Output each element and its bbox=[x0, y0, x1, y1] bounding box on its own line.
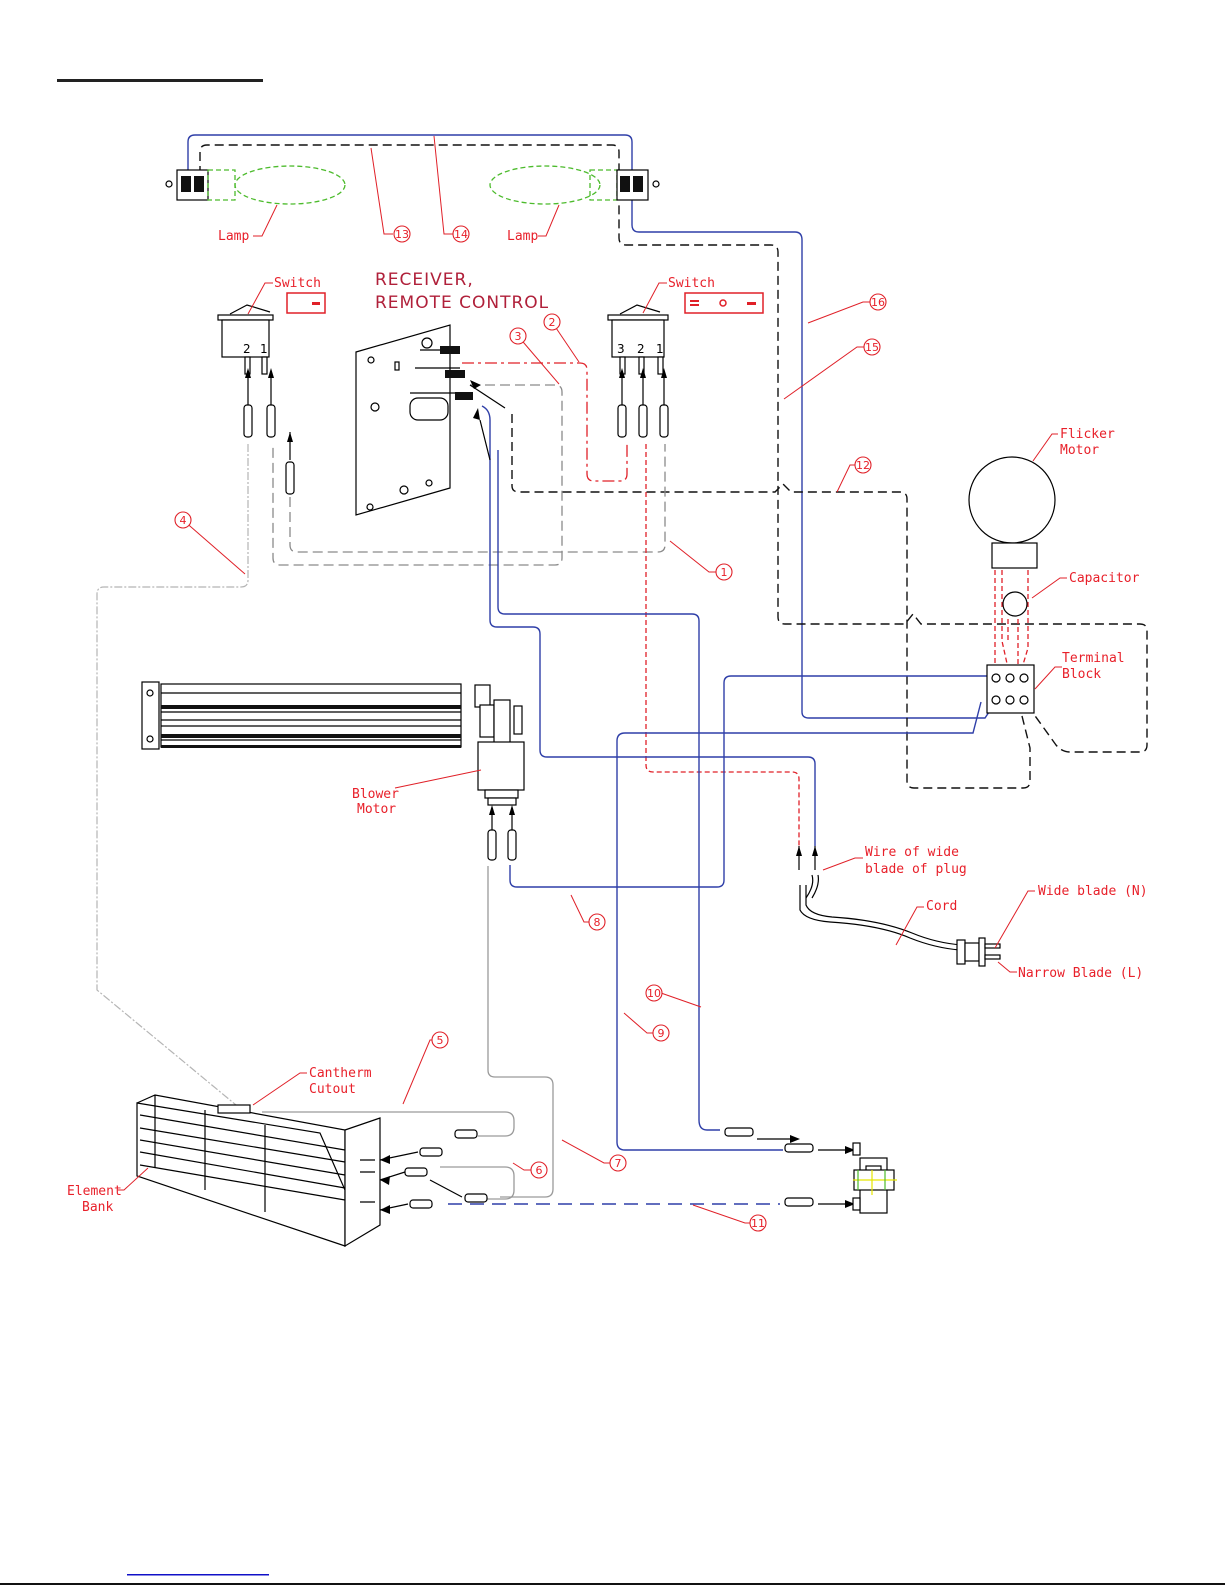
blower-motor bbox=[475, 685, 524, 860]
wire-4 bbox=[97, 444, 248, 1105]
wire-switch-to-plug bbox=[646, 444, 799, 846]
callout-9: 9 bbox=[653, 1025, 669, 1041]
label-wide-blade: Wide blade (N) bbox=[1038, 884, 1148, 899]
label-narrow-blade: Narrow Blade (L) bbox=[1018, 966, 1143, 981]
label-terminal-block-1: Terminal bbox=[1062, 651, 1125, 666]
svg-text:1: 1 bbox=[721, 566, 728, 579]
switch-left-pin-2: 2 bbox=[243, 342, 251, 356]
flicker-motor bbox=[969, 457, 1055, 568]
callout-16: 16 bbox=[870, 294, 886, 310]
blower-fan bbox=[142, 682, 461, 749]
svg-text:6: 6 bbox=[536, 1164, 543, 1177]
label-blower-motor-2: Motor bbox=[357, 802, 396, 817]
label-element-bank-2: Bank bbox=[82, 1200, 113, 1215]
svg-text:8: 8 bbox=[594, 916, 601, 929]
svg-text:11: 11 bbox=[751, 1217, 765, 1230]
label-blower-motor-1: Blower bbox=[352, 787, 399, 802]
callout-1: 1 bbox=[716, 564, 732, 580]
switch-right-pin-2: 2 bbox=[637, 342, 645, 356]
svg-text:2: 2 bbox=[549, 316, 556, 329]
terminal-block bbox=[987, 665, 1034, 713]
label-capacitor: Capacitor bbox=[1069, 571, 1140, 586]
label-lamp-right: Lamp bbox=[507, 229, 538, 244]
wire-13 bbox=[200, 145, 1147, 752]
flicker-leads bbox=[995, 570, 1028, 668]
callout-10: 10 bbox=[646, 985, 662, 1001]
switch-connectors bbox=[244, 368, 668, 494]
label-wire-wide-1: Wire of wide bbox=[865, 845, 959, 860]
svg-text:5: 5 bbox=[437, 1034, 444, 1047]
switch-left: 2 1 bbox=[218, 293, 325, 374]
svg-text:10: 10 bbox=[647, 987, 661, 1000]
svg-text:15: 15 bbox=[865, 341, 879, 354]
label-cantherm-2: Cutout bbox=[309, 1082, 356, 1097]
wire-1 bbox=[290, 444, 665, 552]
receiver-title-line1: RECEIVER, bbox=[375, 270, 474, 290]
label-switch-left: Switch bbox=[274, 276, 321, 291]
element-bank bbox=[137, 1095, 380, 1246]
label-terminal-block-2: Block bbox=[1062, 667, 1101, 682]
label-wire-wide-2: blade of plug bbox=[865, 862, 967, 877]
label-flicker-motor-2: Motor bbox=[1060, 443, 1099, 458]
wire-12 bbox=[512, 414, 1030, 788]
switch-right: 3 2 1 bbox=[608, 293, 763, 374]
callout-14: 14 bbox=[453, 226, 469, 242]
callout-11: 11 bbox=[750, 1215, 766, 1231]
thermostat-connectors bbox=[725, 1128, 855, 1208]
callout-5: 5 bbox=[432, 1032, 448, 1048]
switch-right-pin-3: 3 bbox=[617, 342, 625, 356]
header-rule bbox=[57, 79, 263, 82]
callout-4: 4 bbox=[175, 512, 191, 528]
svg-text:7: 7 bbox=[615, 1157, 622, 1170]
label-switch-right: Switch bbox=[668, 276, 715, 291]
callout-13: 13 bbox=[394, 226, 410, 242]
wire-14 bbox=[188, 135, 997, 718]
callout-6: 6 bbox=[531, 1162, 547, 1178]
wire-7 bbox=[488, 866, 553, 1197]
callout-8: 8 bbox=[589, 914, 605, 930]
label-element-bank-1: Element bbox=[67, 1184, 122, 1199]
wire-9 bbox=[617, 702, 981, 1150]
switch-right-pin-1: 1 bbox=[656, 342, 664, 356]
element-connectors bbox=[380, 1130, 487, 1214]
leaders bbox=[118, 136, 1067, 1223]
callout-3: 3 bbox=[510, 328, 526, 344]
lamp-left bbox=[166, 166, 345, 204]
callout-15: 15 bbox=[864, 339, 880, 355]
receiver-title-line2: REMOTE CONTROL bbox=[375, 293, 549, 313]
svg-text:12: 12 bbox=[856, 459, 870, 472]
svg-text:16: 16 bbox=[871, 296, 885, 309]
callout-7: 7 bbox=[610, 1155, 626, 1171]
switch-left-pin-1: 1 bbox=[260, 342, 268, 356]
svg-text:14: 14 bbox=[454, 228, 468, 241]
callout-12: 12 bbox=[855, 457, 871, 473]
label-flicker-motor-1: Flicker bbox=[1060, 427, 1115, 442]
capacitor bbox=[1003, 592, 1027, 616]
lamp-right bbox=[490, 166, 659, 204]
receiver-board bbox=[356, 325, 505, 515]
svg-text:3: 3 bbox=[515, 330, 522, 343]
label-cord: Cord bbox=[926, 899, 957, 914]
callout-2: 2 bbox=[544, 314, 560, 330]
wire-2 bbox=[462, 363, 627, 481]
footer-link-underline[interactable] bbox=[127, 1574, 269, 1576]
wire-receiver-blue bbox=[482, 406, 815, 846]
thermostat bbox=[853, 1143, 897, 1213]
label-lamp-left: Lamp bbox=[218, 229, 249, 244]
svg-text:9: 9 bbox=[658, 1027, 665, 1040]
svg-text:13: 13 bbox=[395, 228, 409, 241]
label-cantherm-1: Cantherm bbox=[309, 1066, 372, 1081]
svg-text:4: 4 bbox=[180, 514, 187, 527]
